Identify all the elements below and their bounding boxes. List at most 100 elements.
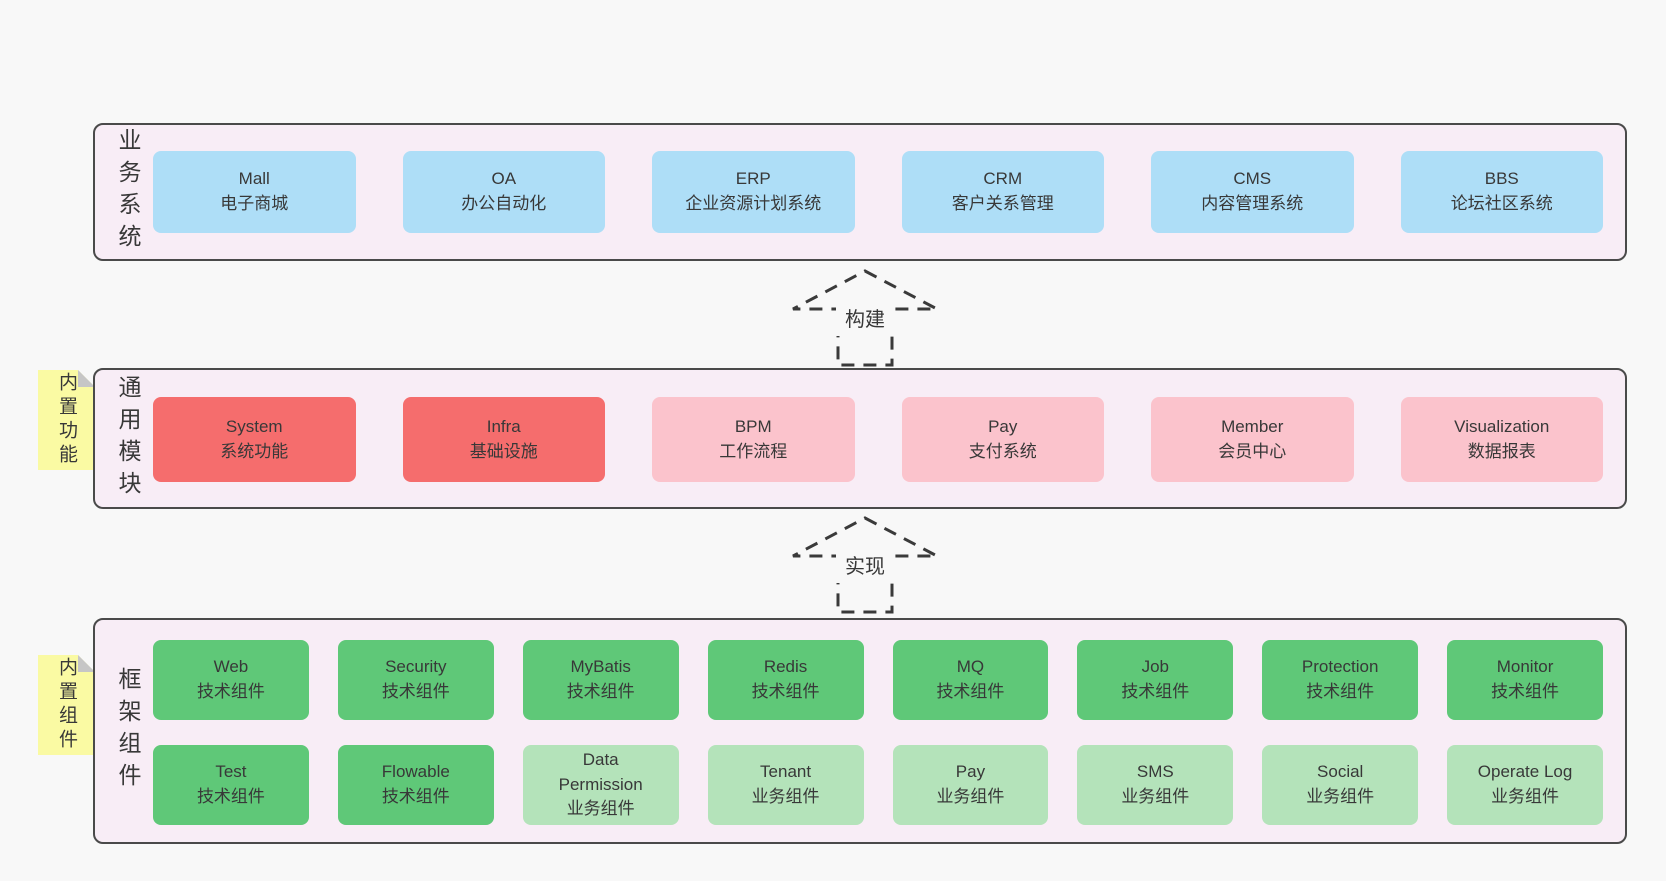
box-flowable: Flowable 技术组件 — [337, 745, 494, 825]
box-monitor-desc: 技术组件 — [1491, 682, 1560, 701]
note-builtin-features: 内置功能 — [38, 370, 95, 470]
box-system-name: System — [225, 416, 283, 436]
arrow-implement: 实现 — [792, 516, 938, 614]
box-cms-desc: 内容管理系统 — [1201, 194, 1304, 213]
framework-boxes-row-1: Web 技术组件 Security 技术组件 MyBatis 技术组件 Redi… — [153, 640, 1603, 720]
box-infra: Infra 基础设施 — [402, 397, 605, 482]
arrow-implement-label-bg — [836, 549, 894, 583]
box-test-desc: 技术组件 — [196, 787, 265, 806]
box-security-name: Security — [385, 657, 447, 677]
box-mybatis: MyBatis 技术组件 — [522, 640, 679, 720]
box-job-name: Job — [1141, 657, 1170, 677]
box-social-name: Social — [1317, 762, 1364, 782]
box-protection: Protection 技术组件 — [1262, 640, 1419, 720]
box-flowable-name: Flowable — [381, 762, 450, 782]
box-member: Member 会员中心 — [1151, 397, 1354, 482]
box-member-name: Member — [1221, 416, 1284, 436]
box-tenant-desc: 业务组件 — [751, 787, 820, 806]
box-security-desc: 技术组件 — [381, 682, 450, 701]
box-mq-desc: 技术组件 — [936, 682, 1005, 701]
box-data-permission: Data Permission 业务组件 — [522, 745, 679, 825]
box-erp-name: ERP — [735, 169, 771, 189]
box-cms-name: CMS — [1233, 169, 1272, 189]
box-sms-desc: 业务组件 — [1121, 787, 1190, 806]
box-operate-log-name: Operate Log — [1477, 762, 1573, 782]
box-data-permission-name: Data Permission — [558, 750, 643, 794]
box-tenant-name: Tenant — [760, 762, 812, 782]
box-system-desc: 系统功能 — [220, 441, 289, 461]
note-builtin-components: 内置组件 — [38, 655, 95, 755]
box-protection-desc: 技术组件 — [1306, 682, 1375, 701]
box-oa-desc: 办公自动化 — [461, 194, 547, 213]
box-erp-desc: 企业资源计划系统 — [685, 194, 822, 213]
box-web-desc: 技术组件 — [196, 682, 265, 701]
box-visualization-name: Visualization — [1454, 416, 1550, 436]
framework-boxes-row-2: Test 技术组件 Flowable 技术组件 Data Permission … — [153, 745, 1603, 825]
box-pay: Pay 支付系统 — [901, 397, 1104, 482]
arrow-build: 构建 — [792, 269, 938, 367]
box-oa: OA 办公自动化 — [402, 151, 605, 233]
box-operate-log: Operate Log 业务组件 — [1447, 745, 1603, 825]
arrow-implement-label: 实现 — [845, 555, 885, 578]
box-infra-desc: 基础设施 — [469, 441, 538, 461]
box-tenant: Tenant 业务组件 — [707, 745, 864, 825]
box-web-name: Web — [213, 657, 249, 677]
box-job-desc: 技术组件 — [1121, 682, 1190, 701]
box-mq-name: MQ — [956, 657, 985, 677]
box-test: Test 技术组件 — [153, 745, 309, 825]
box-visualization-desc: 数据报表 — [1467, 441, 1536, 461]
box-security: Security 技术组件 — [337, 640, 494, 720]
box-pay-name: Pay — [988, 416, 1018, 436]
box-social-desc: 业务组件 — [1306, 787, 1375, 806]
box-protection-name: Protection — [1301, 657, 1379, 677]
box-oa-name: OA — [491, 169, 517, 189]
box-bbs: BBS 论坛社区系统 — [1400, 151, 1603, 233]
box-sms: SMS 业务组件 — [1077, 745, 1234, 825]
box-bpm: BPM 工作流程 — [652, 397, 855, 482]
business-boxes-row: Mall 电子商城 OA 办公自动化 ERP 企业资源计划系统 CRM 客户关系… — [153, 151, 1603, 233]
box-redis-name: Redis — [763, 657, 808, 677]
box-crm-name: CRM — [983, 169, 1023, 189]
box-pay-biz: Pay 业务组件 — [892, 745, 1049, 825]
layer-common-modules: 通用模块 System 系统功能 Infra 基础设施 BPM 工作流程 Pay… — [93, 368, 1627, 509]
box-erp: ERP 企业资源计划系统 — [652, 151, 855, 233]
box-member-desc: 会员中心 — [1218, 441, 1287, 461]
box-bpm-name: BPM — [734, 416, 772, 436]
layer-framework-components: 框架组件 Web 技术组件 Security 技术组件 MyBatis 技术组件… — [93, 618, 1627, 844]
layer-common-modules-label: 通用模块 — [115, 374, 141, 503]
box-operate-log-desc: 业务组件 — [1491, 787, 1560, 806]
box-redis-desc: 技术组件 — [751, 682, 820, 701]
box-pay-biz-desc: 业务组件 — [936, 787, 1005, 806]
box-mall-name: Mall — [238, 169, 270, 189]
arrow-implement-outline — [792, 516, 938, 614]
box-mybatis-name: MyBatis — [570, 657, 631, 677]
box-visualization: Visualization 数据报表 — [1400, 397, 1603, 482]
note-builtin-features-label: 内置功能 — [56, 372, 77, 468]
modules-boxes-row: System 系统功能 Infra 基础设施 BPM 工作流程 Pay 支付系统… — [153, 397, 1603, 482]
box-system: System 系统功能 — [153, 397, 356, 482]
box-bbs-desc: 论坛社区系统 — [1450, 194, 1553, 213]
box-web: Web 技术组件 — [153, 640, 309, 720]
box-pay-biz-name: Pay — [955, 762, 986, 782]
box-crm-desc: 客户关系管理 — [951, 194, 1054, 213]
arrow-build-label-bg — [836, 302, 894, 336]
box-pay-desc: 支付系统 — [968, 441, 1037, 461]
arrow-build-label: 构建 — [845, 308, 885, 331]
box-monitor: Monitor 技术组件 — [1447, 640, 1603, 720]
box-cms: CMS 内容管理系统 — [1151, 151, 1354, 233]
box-monitor-name: Monitor — [1496, 657, 1554, 677]
layer-framework-components-label: 框架组件 — [115, 667, 141, 795]
box-social: Social 业务组件 — [1262, 745, 1419, 825]
box-job: Job 技术组件 — [1077, 640, 1234, 720]
box-sms-name: SMS — [1136, 762, 1174, 782]
box-mall: Mall 电子商城 — [153, 151, 356, 233]
box-infra-name: Infra — [486, 416, 521, 436]
box-redis: Redis 技术组件 — [707, 640, 864, 720]
layer-business-systems: 业务系统 Mall 电子商城 OA 办公自动化 ERP 企业资源计划系统 CRM… — [93, 123, 1627, 261]
box-mall-desc: 电子商城 — [220, 194, 289, 213]
box-bpm-desc: 工作流程 — [719, 441, 788, 461]
box-bbs-name: BBS — [1484, 169, 1519, 189]
box-crm: CRM 客户关系管理 — [901, 151, 1104, 233]
box-mq: MQ 技术组件 — [892, 640, 1049, 720]
